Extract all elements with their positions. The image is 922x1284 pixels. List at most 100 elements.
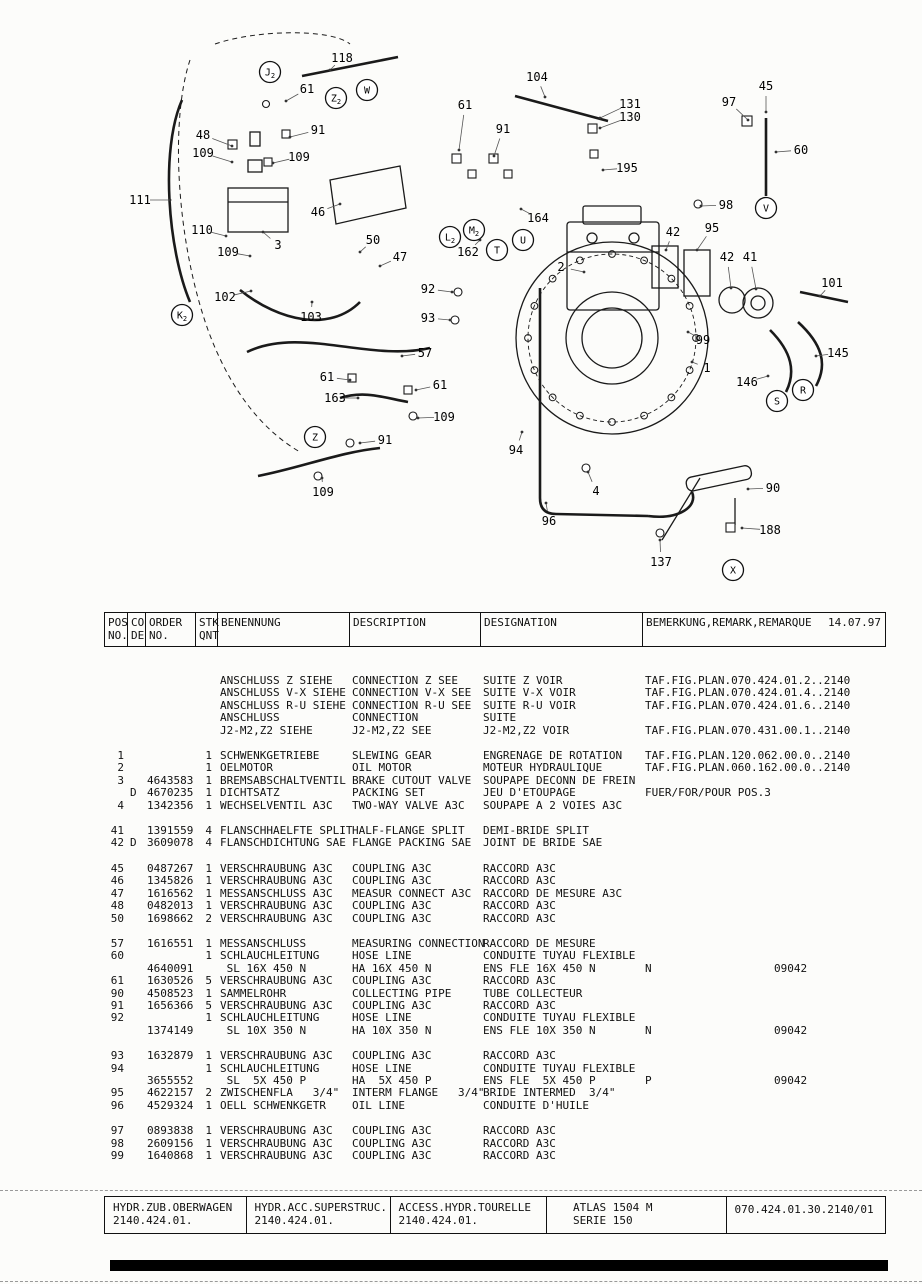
cell-desc: COUPLING A3C xyxy=(352,998,432,1012)
cell-qnt: 1 xyxy=(205,761,212,775)
cell-desc: COUPLING A3C xyxy=(352,1124,432,1138)
cell-order xyxy=(145,950,195,962)
cell-pos: 93 xyxy=(110,1049,124,1063)
callout-118: 118 xyxy=(331,51,353,65)
cell-desc: OIL MOTOR xyxy=(352,761,412,775)
cell-desig: DEMI-BRIDE SPLIT xyxy=(483,824,589,838)
callout-109: 109 xyxy=(312,485,334,499)
cell-de xyxy=(127,1050,145,1062)
cell-ben: FLANSCHDICHTUNG SAE xyxy=(220,836,346,850)
cell-order: 1391559 xyxy=(147,824,194,838)
cell-rem xyxy=(642,950,774,962)
cell-rem2 xyxy=(774,975,886,987)
cell-desig: J2-M2,Z2 VOIR xyxy=(483,723,570,737)
cell-qnt: 1 xyxy=(205,1049,212,1063)
cell-ben: WECHSELVENTIL A3C xyxy=(220,798,333,812)
cell-desig: SUITE V-X VOIR xyxy=(483,686,576,700)
cell-desc: CONNECTION xyxy=(352,711,419,725)
cell-order: 2609156 xyxy=(147,1136,194,1150)
cell-de xyxy=(127,1125,145,1137)
cell-desig: TUBE COLLECTEUR xyxy=(483,986,583,1000)
cell-rem: TAF.FIG.PLAN.060.162.00.0..2140 xyxy=(645,761,851,775)
cell-desc: COLLECTING PIPE xyxy=(352,986,452,1000)
cell-desig: RACCORD A3C xyxy=(483,1049,556,1063)
cell-pos: 98 xyxy=(110,1136,124,1150)
port-balloon-V: V xyxy=(754,196,778,220)
cell-qnt: 1 xyxy=(205,874,212,888)
cell-qnt: 2 xyxy=(205,911,212,925)
cell-desc: HOSE LINE xyxy=(352,1061,412,1075)
callout-61: 61 xyxy=(433,378,447,392)
fitting-glyphs xyxy=(227,99,753,538)
cell-desc: CONNECTION Z SEE xyxy=(352,674,458,687)
cell-de xyxy=(127,963,145,975)
svg-text:R: R xyxy=(800,386,807,397)
cell-desig: CONDUITE TUYAU FLEXIBLE xyxy=(483,949,636,963)
cell-desc: COUPLING A3C xyxy=(352,911,432,925)
cell-rem2 xyxy=(774,900,886,912)
cell-order: 1374149 xyxy=(147,1023,194,1037)
cell-ben: VERSCHRAUBUNG A3C xyxy=(220,899,333,913)
cell-desc: HA 5X 450 P xyxy=(352,1073,432,1087)
cell-ben: MESSANSCHLUSS A3C xyxy=(220,886,333,900)
cell-ben: SL 10X 350 N xyxy=(220,1023,307,1037)
callout-60: 60 xyxy=(794,143,808,157)
cell-ben: SL 16X 450 N xyxy=(220,961,307,975)
callout-57: 57 xyxy=(418,346,432,360)
cell-rem2 xyxy=(774,712,886,724)
cell-de xyxy=(127,687,145,699)
cell-pos: 91 xyxy=(110,998,124,1012)
cell-de xyxy=(127,988,145,1000)
cell-qnt: 4 xyxy=(205,824,212,838)
cell-qnt: 1 xyxy=(205,861,212,875)
svg-text:M2: M2 xyxy=(469,226,479,239)
cell-de xyxy=(127,1087,145,1099)
svg-text:Z2: Z2 xyxy=(331,94,341,107)
svg-text:X: X xyxy=(730,566,736,577)
cell-qnt xyxy=(195,712,217,724)
callout-98: 98 xyxy=(719,198,733,212)
footer-box-line1: ACCESS.HYDR.TOURELLE xyxy=(398,1201,531,1214)
cell-desig: RACCORD A3C xyxy=(483,974,556,988)
cell-ben: OELMOTOR xyxy=(220,761,273,775)
cell-de xyxy=(127,700,145,712)
cell-rem: N xyxy=(645,1023,652,1037)
callout-1: 1 xyxy=(703,361,710,375)
cell-qnt: 4 xyxy=(205,836,212,850)
cell-pos xyxy=(104,687,127,699)
cell-qnt: 1 xyxy=(205,1124,212,1138)
cell-desc: BRAKE CUTOUT VALVE xyxy=(352,773,472,787)
cell-desc: CONNECTION V-X SEE xyxy=(352,686,472,700)
svg-text:Z: Z xyxy=(312,433,318,444)
cell-pos: 97 xyxy=(110,1124,124,1138)
cell-ben: VERSCHRAUBUNG A3C xyxy=(220,1124,333,1138)
cell-desig: CONDUITE TUYAU FLEXIBLE xyxy=(483,1061,636,1075)
callout-101: 101 xyxy=(821,276,843,290)
bottom-dash-line xyxy=(0,1281,922,1282)
cell-de xyxy=(127,913,145,925)
callout-4: 4 xyxy=(592,484,599,498)
cell-desig: RACCORD A3C xyxy=(483,861,556,875)
cell-rem xyxy=(642,1138,774,1150)
diagram-artwork xyxy=(167,32,849,541)
callout-91: 91 xyxy=(496,122,510,136)
callout-61: 61 xyxy=(458,98,472,112)
cell-qnt: 1 xyxy=(205,986,212,1000)
cell-desig: RACCORD A3C xyxy=(483,1124,556,1138)
cell-rem xyxy=(642,1050,774,1062)
footer-box-line1: HYDR.ZUB.OBERWAGEN xyxy=(113,1201,233,1214)
cell-rem: N xyxy=(645,961,652,975)
cell-rem2 xyxy=(774,1125,886,1137)
